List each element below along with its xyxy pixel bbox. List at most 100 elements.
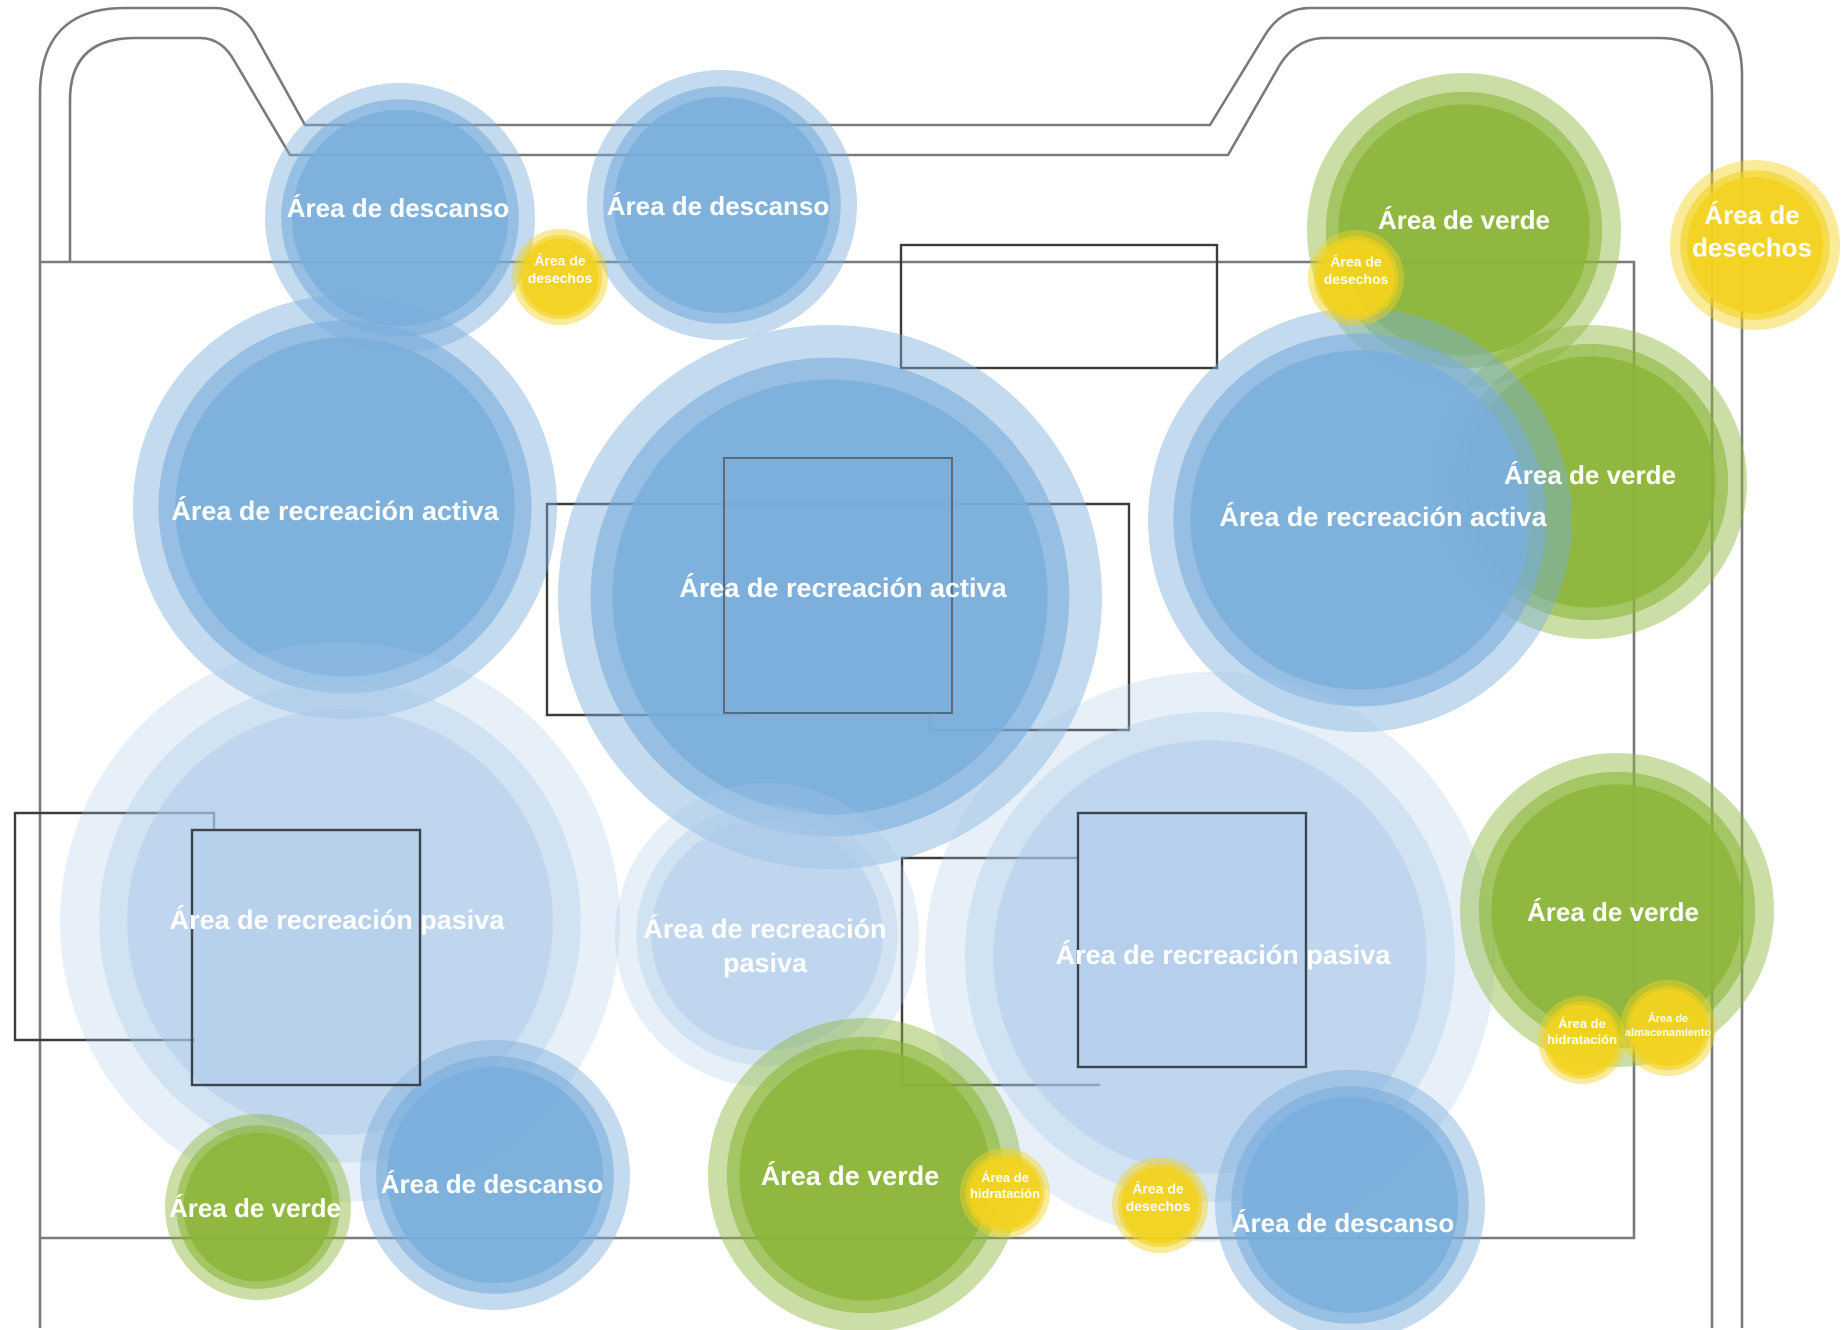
zone-label-line: Área de verde (169, 1193, 341, 1223)
site-outer-boundary (38, 6, 1744, 1328)
zone-label: Área de recreación activa (679, 572, 1007, 603)
zone-label: Área de hidratación (1547, 1016, 1617, 1047)
zone-descanso-4 (1215, 1070, 1485, 1330)
zone-desechos-3 (1670, 160, 1840, 330)
zone-hidratacion-2 (960, 1148, 1050, 1238)
zone-ring (651, 819, 883, 1051)
zone-ring (1491, 784, 1743, 1036)
zone-ring (993, 740, 1427, 1174)
zone-verde-5 (708, 1018, 1022, 1330)
zone-label-line: Área de verde (761, 1160, 940, 1191)
zone-label: Área de recreación activa (1219, 501, 1547, 532)
zone-label-line: Área de verde (1527, 897, 1699, 927)
zone-desechos-2 (1308, 230, 1404, 326)
zone-label-line: Área de descanso (287, 193, 510, 223)
zone-label: Área de descanso (607, 191, 830, 221)
zone-label-line: Área de (534, 252, 586, 268)
zone-label-line: Área de recreación activa (171, 495, 499, 526)
zone-recreacion-activa-1 (133, 295, 557, 719)
zone-label-line: Área de verde (1378, 205, 1550, 235)
zone-label: Área de verde (761, 1160, 940, 1191)
zone-label-line: desechos (1126, 1197, 1191, 1213)
zone-ring (175, 337, 515, 677)
court-left-square (190, 828, 422, 1087)
zone-recreacion-pasiva-1 (60, 642, 620, 1202)
zone-ring (387, 1067, 603, 1283)
zone-label-line: Área de (1648, 1012, 1688, 1025)
zone-descanso-3 (360, 1040, 630, 1310)
court-right-outline (900, 856, 1100, 1087)
zone-label: Área de recreación pasiva (643, 913, 886, 978)
zone-label: Área de descanso (287, 193, 510, 223)
structure-top (899, 243, 1219, 370)
zone-ring (1338, 104, 1590, 356)
zone-label-line: Área de descanso (607, 191, 830, 221)
zone-label-line: Área de recreación (643, 913, 886, 944)
zone-desechos-4 (1112, 1157, 1208, 1253)
zone-ring (127, 709, 553, 1135)
zone-label-line: Área de recreación activa (679, 572, 1007, 603)
zone-ring (636, 804, 898, 1066)
zone-ring (1121, 1166, 1199, 1244)
zone-recreacion-pasiva-2 (615, 783, 919, 1087)
zone-ring (521, 238, 599, 316)
zone-label: Área de descanso (1232, 1208, 1455, 1238)
court-squares (190, 457, 1308, 1087)
zone-label-line: desechos (1692, 232, 1812, 262)
zone-ring (1629, 989, 1707, 1067)
zone-circles (60, 70, 1774, 1330)
zone-label-line: hidratación (970, 1187, 1040, 1202)
zone-label: Área de verde (1504, 460, 1676, 490)
zone-label: Área de almacenamiento (1625, 1012, 1711, 1039)
court-right-square (1076, 811, 1308, 1069)
zone-label: Área de recreación pasiva (170, 904, 506, 935)
zone-label-line: Área de (1704, 200, 1799, 230)
zone-label-line: Área de verde (1504, 460, 1676, 490)
zone-recreacion-activa-2 (558, 325, 1102, 869)
zone-label-line: Área de recreación pasiva (1056, 939, 1392, 970)
zone-verde-3 (1460, 753, 1774, 1067)
zone-ring (99, 681, 581, 1163)
zone-label: Área de descanso (381, 1169, 604, 1199)
zone-label-line: Área de (1330, 253, 1382, 269)
zone-label-line: Área de descanso (1232, 1208, 1455, 1238)
court-center-square (723, 457, 953, 714)
zone-ring (1242, 1097, 1458, 1313)
zone-descanso-1 (265, 83, 535, 353)
zone-ring (292, 110, 508, 326)
zone-label-line: pasiva (723, 948, 808, 978)
zone-label: Área de recreación activa (171, 495, 499, 526)
zone-label: Área de recreación pasiva (1056, 939, 1392, 970)
zone-label-line: Área de (1132, 1180, 1184, 1196)
zone-label-line: almacenamiento (1625, 1027, 1711, 1039)
zone-verde-1 (1307, 73, 1621, 387)
zone-label: Área de verde (169, 1193, 341, 1223)
zone-label: Área de verde (1527, 897, 1699, 927)
small-zone-circles (512, 160, 1840, 1253)
zone-ring (1687, 177, 1823, 313)
zone-ring (1190, 350, 1530, 690)
zone-recreacion-activa-3 (1148, 308, 1572, 732)
zone-verde-4 (165, 1114, 351, 1300)
zone-label-line: Área de descanso (381, 1169, 604, 1199)
court-left-outline (13, 811, 216, 1042)
zone-label-line: Área de (1558, 1016, 1606, 1031)
zone-ring (739, 1049, 991, 1301)
zone-almacenamiento-1 (1620, 980, 1716, 1076)
zone-desechos-1 (512, 229, 608, 325)
zone-hidratacion-1 (1538, 996, 1626, 1084)
zone-ring (1546, 1004, 1618, 1076)
zone-ring (964, 711, 1456, 1203)
zone-ring (612, 379, 1048, 815)
zone-ring (1317, 239, 1395, 317)
zone-label-line: desechos (1324, 270, 1389, 286)
zone-label-line: hidratación (1547, 1033, 1617, 1048)
zone-descanso-2 (587, 70, 857, 340)
